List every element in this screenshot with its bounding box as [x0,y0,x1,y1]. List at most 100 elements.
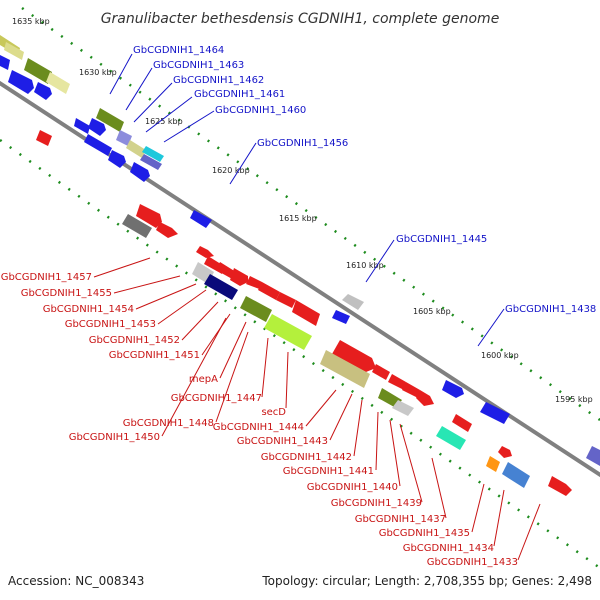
leader-line [229,142,257,185]
gene-arrow [586,446,600,466]
gene-arrow [96,108,124,132]
gene-arrow [498,446,512,458]
gene-arrow [88,118,106,136]
leader-line [133,82,173,123]
gene-arrow [34,82,52,100]
gene-label: GbCGDNIH1_1438 [505,304,596,315]
gene-arrow [436,426,466,450]
gene-label: GbCGDNIH1_1434 [403,543,494,554]
gene-arrow [388,374,406,390]
gene-label: GbCGDNIH1_1441 [283,466,374,477]
gene-arrow [548,476,572,496]
gene-arrow [36,130,52,146]
gene-label: GbCGDNIH1_1435 [379,528,470,539]
gene-label: GbCGDNIH1_1460 [215,105,306,116]
gene-arrow [230,268,248,286]
leader-line [113,275,181,294]
leader-line [145,96,193,133]
gene-arrow [332,310,350,324]
gene-label: GbCGDNIH1_1445 [396,234,487,245]
gene-arrow [216,262,236,280]
leader-line [471,483,485,533]
gene-label: mepA [189,374,218,385]
kbp-label: 1605 kbp [413,307,451,316]
gene-label: GbCGDNIH1_1439 [331,498,422,509]
forward-strand-genes [0,35,600,466]
reverse-label-leaders [93,257,541,561]
gene-label: GbCGDNIH1_1447 [171,393,262,404]
kbp-label: 1625 kbp [145,117,183,126]
leader-line [399,423,423,503]
gene-label: secD [261,407,286,418]
leader-line [329,393,353,441]
gene-label: GbCGDNIH1_1462 [173,75,264,86]
gene-label: GbCGDNIH1_1440 [307,482,398,493]
gene-arrow [264,314,312,350]
gene-arrow [416,390,434,406]
accession-text: Accession: NC_008343 [8,574,144,588]
forward-label-leaders [109,53,505,347]
gene-label: GbCGDNIH1_1451 [109,350,200,361]
leader-line [125,67,153,111]
gene-arrow [392,400,414,416]
gene-label: GbCGDNIH1_1456 [257,138,348,149]
kbp-tick-labels: 1635 kbp 1630 kbp 1625 kbp 1620 kbp 1615… [12,17,593,404]
gene-arrow [452,414,472,432]
gene-label: GbCGDNIH1_1461 [194,89,285,100]
gene-arrow [442,380,464,398]
gene-label: GbCGDNIH1_1448 [123,418,214,429]
leader-line [365,239,395,283]
gene-arrow [142,146,164,162]
gene-arrow [342,294,364,310]
kbp-label: 1610 kbp [346,261,384,270]
reverse-gene-labels: GbCGDNIH1_1457 GbCGDNIH1_1455 GbCGDNIH1_… [1,272,518,568]
gene-arrow [204,274,238,300]
gene-label: GbCGDNIH1_1433 [427,557,518,568]
leader-line [477,308,505,347]
gene-label: GbCGDNIH1_1443 [237,436,328,447]
gene-arrow [332,340,376,372]
gene-label: GbCGDNIH1_1454 [43,304,134,315]
leader-line [135,283,197,310]
leader-line [517,503,541,561]
topology-text: Topology: circular; Length: 2,708,355 bp… [261,574,592,588]
leader-line [215,331,249,423]
gene-arrow [486,456,500,472]
leader-line [157,289,207,325]
kbp-label: 1600 kbp [481,351,519,360]
gene-arrow [130,162,150,182]
gene-arrow [156,222,178,238]
gene-label: GbCGDNIH1_1442 [261,452,352,463]
gene-arrow [240,296,272,322]
gene-arrow [292,300,320,326]
gene-arrow [74,118,90,134]
leader-line [181,301,219,341]
gene-arrow [108,150,126,168]
leader-line [109,53,133,95]
leader-line [493,489,505,547]
gene-label: GbCGDNIH1_1444 [213,422,304,433]
leader-line [201,313,231,356]
gene-label: GbCGDNIH1_1457 [1,272,92,283]
gene-arrow [372,364,390,380]
gene-arrow [402,382,420,398]
gene-arrow [140,154,162,170]
leader-line [93,257,151,278]
leader-line [353,399,363,457]
gene-label: GbCGDNIH1_1464 [133,45,224,56]
gene-arrow [480,402,510,424]
leader-line [163,110,215,143]
gene-arrow [84,134,112,156]
gene-arrow [8,70,34,94]
kbp-label: 1595 kbp [555,395,593,404]
gene-arrow [258,282,280,300]
leader-line [431,457,447,519]
leader-line [389,419,401,487]
gene-arrow [320,350,370,388]
gene-label: GbCGDNIH1_1450 [69,432,160,443]
gene-label: GbCGDNIH1_1452 [89,335,180,346]
gene-label: GbCGDNIH1_1453 [65,319,156,330]
kbp-label: 1635 kbp [12,17,50,26]
